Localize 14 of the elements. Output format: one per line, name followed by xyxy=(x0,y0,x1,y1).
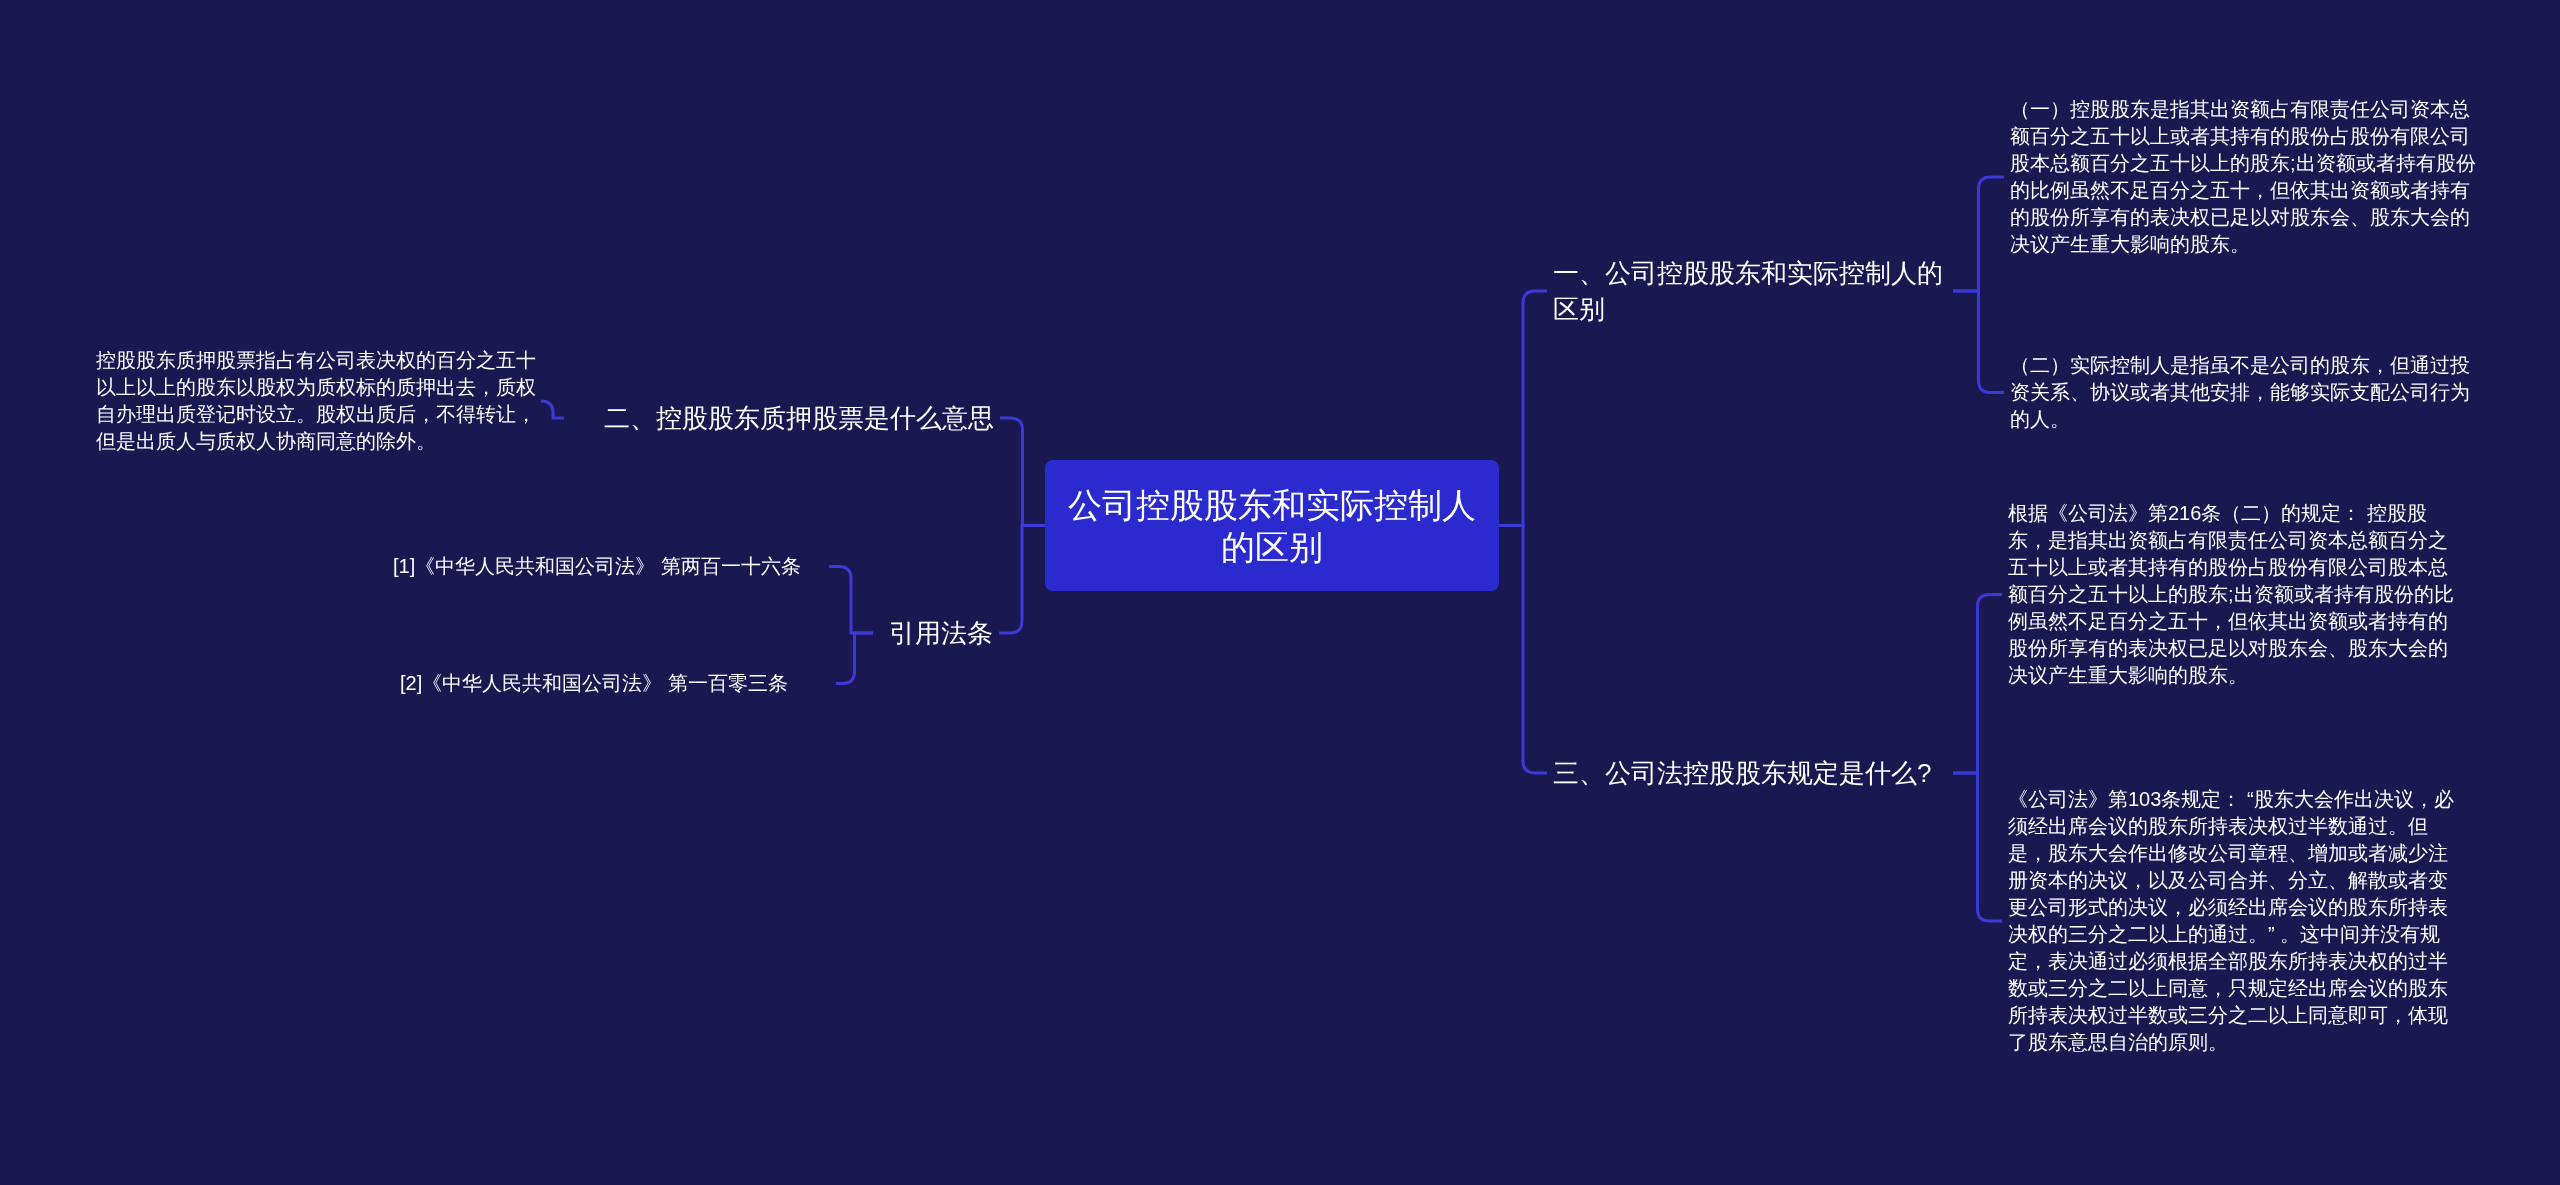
leaf-note: [1]《中华人民共和国公司法》 第两百一十六条 xyxy=(393,553,823,580)
leaf-note: 根据《公司法》第216条（二）的规定： 控股股东，是指其出资额占有限责任公司资本总额百分之五十以上或者其持有的股份占股份有限公司股本总额百分之五十以上的股东;出资额或者持有股份的比例虽然不足百分之五十，但依其出资额或者持有的股份所享有的表决权已足以对股东会、股东大会的决议产生重大影响的股东。 xyxy=(2008,500,2458,689)
branch-topic: 二、控股股东质押股票是什么意思 xyxy=(564,400,994,436)
leaf-note: 控股股东质押股票指占有公司表决权的百分之五十以上以上的股东以股权为质权标的质押出去，质权自办理出质登记时设立。股权出质后，不得转让，但是出质人与质权人协商同意的除外。 xyxy=(96,347,536,455)
central-topic-box: 公司控股股东和实际控制人的区别 xyxy=(1045,460,1499,591)
leaf-note: [2]《中华人民共和国公司法》 第一百零三条 xyxy=(400,670,830,697)
branch-topic: 三、公司法控股股东规定是什么? xyxy=(1553,755,1953,791)
leaf-note: （二）实际控制人是指虽不是公司的股东，但通过投资关系、协议或者其他安排，能够实际支配公司行为的人。 xyxy=(2010,352,2480,433)
connector-line xyxy=(836,631,873,685)
connector-line xyxy=(539,399,564,420)
leaf-note: （一）控股股东是指其出资额占有限责任公司资本总额百分之五十以上或者其持有的股份占股份有限公司股本总额百分之五十以上的股东;出资额或者持有股份的比例虽然不足百分之五十，但依其出资额或者持有的股份所享有的表决权已足以对股东会、股东大会的决议产生重大影响的股东。 xyxy=(2010,96,2480,258)
branch-topic: 一、公司控股股东和实际控制人的区别 xyxy=(1553,255,1953,327)
branch-topic: 引用法条 xyxy=(873,615,993,651)
leaf-note: 《公司法》第103条规定： “股东大会作出决议，必须经出席会议的股东所持表决权过半数通过。但是，股东大会作出修改公司章程、增加或者减少注册资本的决议，以及公司合并、分立、解散或者变更公司形式的决议，必须经出席会议的股东所持表决权的三分之二以上的通过。” 。这中间并没有规定，表决通过必须根据全部股东所持表决权的过半数或三分之二以上同意，只规定经出席会议的股东所持表决权过半数或三分之二以上同意即可，体现了股东意思自治的原则。 xyxy=(2008,786,2458,1056)
